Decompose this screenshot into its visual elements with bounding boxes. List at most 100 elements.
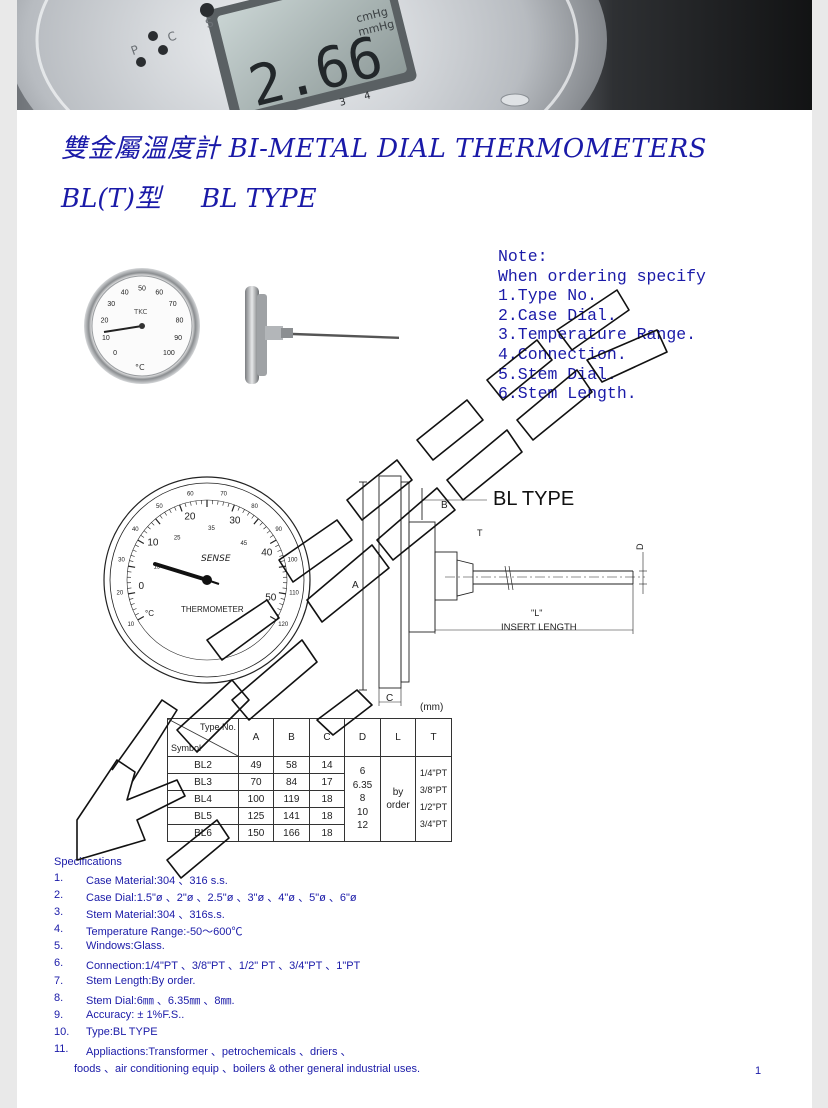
scale-tick-mark bbox=[184, 503, 187, 507]
scale-tick-mark bbox=[174, 506, 177, 511]
scale-tick-mark bbox=[280, 560, 285, 562]
scale-tick-mark bbox=[134, 544, 139, 547]
outer-tick-label: 120 bbox=[278, 622, 289, 628]
scale-tick-mark bbox=[129, 598, 134, 600]
item-text: Type:BL TYPE bbox=[86, 1025, 158, 1038]
d-value: 6.35 bbox=[352, 779, 373, 791]
minor-tick-label: 45 bbox=[240, 541, 247, 547]
corner-symbol: Symbol bbox=[171, 743, 202, 753]
col-header-c: C bbox=[309, 718, 345, 757]
scale-tick-mark bbox=[227, 503, 230, 507]
list-item: 3. Stem Material:304 、316s.s. bbox=[54, 906, 420, 923]
minor-tick-label: 15 bbox=[153, 565, 160, 571]
outer-tick-label: 90 bbox=[275, 527, 282, 533]
dim-d-label: D bbox=[635, 543, 645, 550]
scale-tick-mark bbox=[159, 515, 163, 519]
cell-b: 166 bbox=[273, 824, 310, 842]
scale-tick-mark bbox=[266, 530, 271, 534]
item-text: Stem Material:304 、316s.s. bbox=[86, 909, 225, 922]
cell-type: BL2 bbox=[167, 756, 239, 774]
subtitle-model-cn: BL(T)型 bbox=[61, 184, 162, 214]
cell-t-values: 1/4"PT 3/8"PT 1/2"PT 3/4"PT bbox=[415, 756, 452, 842]
photo-gauge-tick: 40 bbox=[121, 290, 129, 297]
scale-tick-mark bbox=[195, 500, 197, 505]
item-number: 5. bbox=[54, 940, 64, 953]
note-line: 6.Stem Length. bbox=[498, 384, 637, 404]
photo-gauge-tick: 0 bbox=[113, 350, 117, 357]
item-number: 8. bbox=[54, 991, 64, 1004]
specifications-list: Specifications 1.Case Material:304 、316 … bbox=[54, 856, 420, 1077]
ordering-note: Note: When ordering specify 1.Type No. 2… bbox=[498, 247, 706, 404]
list-item: 5.Windows:Glass. bbox=[54, 940, 420, 957]
item-text: Case Dial:1.5"ø 、2"ø 、2.5"ø 、3"ø 、4"ø 、5… bbox=[86, 892, 357, 905]
l-value-by: by bbox=[392, 787, 404, 798]
cell-c: 17 bbox=[309, 773, 345, 791]
d-value: 6 bbox=[359, 766, 366, 778]
scale-tick-mark bbox=[222, 501, 224, 506]
cell-type: BL3 bbox=[167, 773, 239, 791]
scale-tick-mark bbox=[127, 587, 132, 589]
corner-type-no: Type No. bbox=[199, 722, 236, 732]
scale-tick-mark bbox=[129, 560, 134, 562]
outer-tick-label: 80 bbox=[251, 504, 258, 510]
cell-l-values: by order bbox=[380, 756, 416, 842]
note-line: 1.Type No. bbox=[498, 286, 598, 306]
scale-tick-mark bbox=[275, 544, 280, 547]
table-row: BL2 49 58 14 6 6.35 8 10 12 by order 1/4… bbox=[167, 756, 452, 842]
col-header-a: A bbox=[238, 718, 274, 757]
outer-tick-label: 40 bbox=[132, 527, 139, 533]
item-number: 4. bbox=[54, 923, 64, 936]
photo-gauge-tick: 60 bbox=[155, 290, 163, 297]
inner-tick-label: 0 bbox=[139, 581, 145, 592]
photo-gauge-tick: 10 bbox=[102, 335, 110, 342]
l-value-order: order bbox=[386, 800, 410, 811]
list-item: 10.Type:BL TYPE bbox=[54, 1026, 420, 1043]
note-line: Note: bbox=[498, 247, 548, 266]
cell-type: BL4 bbox=[167, 790, 239, 808]
list-item: 1.Case Material:304 、316 s.s. bbox=[54, 872, 420, 889]
scale-tick-mark bbox=[269, 615, 277, 621]
item-number: 7. bbox=[54, 974, 64, 987]
scale-tick-mark bbox=[217, 500, 219, 505]
col-header-b: B bbox=[273, 718, 310, 757]
item-text: Case Material:304 、316 s.s. bbox=[86, 875, 228, 887]
list-item-continuation: foods 、air conditioning equip 、boilers &… bbox=[74, 1063, 421, 1076]
table-header-row: Type No. Symbol A B C D L T bbox=[167, 718, 452, 757]
item-text: Temperature Range:-50～600℃ bbox=[86, 926, 243, 939]
col-header-t: T bbox=[415, 718, 452, 757]
cell-b: 84 bbox=[273, 773, 310, 791]
item-number: 3. bbox=[54, 906, 64, 919]
dim-c-label: C bbox=[386, 693, 393, 704]
scale-tick-mark bbox=[278, 592, 286, 595]
list-item: 4. Temperature Range:-50～600℃ bbox=[54, 923, 420, 940]
scale-tick-mark bbox=[132, 608, 137, 611]
scale-tick-mark bbox=[130, 603, 135, 605]
scale-tick-mark bbox=[169, 509, 172, 514]
item-number: 6. bbox=[54, 957, 64, 970]
scale-tick-mark bbox=[128, 565, 136, 568]
scale-tick-mark bbox=[134, 613, 139, 616]
col-header-l: L bbox=[380, 718, 416, 757]
scale-tick-mark bbox=[269, 539, 277, 545]
scale-tick-mark bbox=[275, 613, 280, 616]
d-value: 8 bbox=[359, 793, 366, 805]
catalog-page: 2.66 cmHg mmHg P C S 3 4 雙金屬溫度計 BI-METAL… bbox=[17, 0, 812, 1108]
cell-c: 14 bbox=[309, 756, 345, 774]
d-value: 12 bbox=[356, 820, 369, 832]
cell-b: 141 bbox=[273, 807, 310, 825]
photo-gauge-unit: °C bbox=[135, 363, 145, 372]
item-text: Stem Length:By order. bbox=[86, 974, 196, 987]
insert-length-label: INSERT LENGTH bbox=[501, 622, 577, 633]
page-title: 雙金屬溫度計 BI-METAL DIAL THERMOMETERS bbox=[61, 134, 707, 164]
cell-a: 125 bbox=[238, 807, 274, 825]
scale-tick-mark bbox=[253, 518, 259, 525]
scale-tick-mark bbox=[282, 571, 287, 573]
photo-gauge-tick: 20 bbox=[101, 317, 109, 324]
inner-tick-label: 40 bbox=[261, 547, 273, 558]
scale-tick-mark bbox=[282, 587, 287, 589]
photo-gauge-brand: TKC bbox=[133, 308, 147, 316]
